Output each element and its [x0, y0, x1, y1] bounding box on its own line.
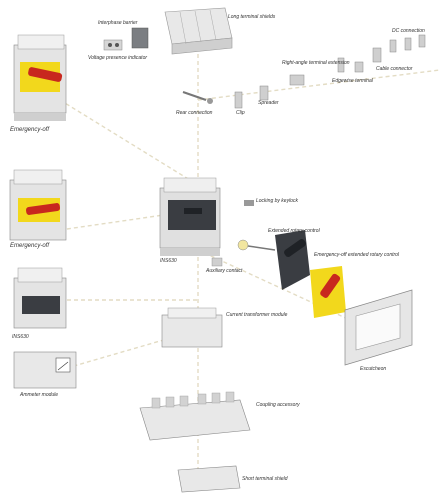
label-auxiliary-contact: Auxiliary contact	[206, 268, 243, 274]
label-dc-connection: DC connection	[392, 28, 425, 34]
label-ins630-left: INS630	[12, 334, 29, 340]
interphase-barrier-icon	[131, 27, 149, 49]
label-ins630-center: INS630	[160, 258, 177, 264]
escutcheon-frame	[344, 289, 413, 366]
label-emergency-off-2: Emergency-off	[10, 243, 50, 249]
extended-rotary-control	[237, 230, 310, 290]
emergency-off-switch-1	[13, 34, 67, 121]
label-long-terminal-shields: Long terminal shields	[228, 14, 276, 20]
label-emergency-off-1: Emergency-off	[10, 127, 50, 133]
label-emergency-off-extended: Emergency-off extended rotary control	[314, 252, 400, 258]
emergency-off-extended-rotary-control	[310, 266, 346, 318]
label-edgewise-terminal: Edgewise terminal	[332, 78, 373, 84]
long-terminal-shields-icon	[164, 7, 233, 55]
short-terminal-shield	[177, 465, 241, 493]
label-short-terminal-shield: Short terminal shield	[242, 476, 288, 482]
emergency-off-switch-2	[9, 169, 67, 241]
connection-parts-icons	[234, 34, 426, 109]
keylock-icon	[244, 200, 254, 206]
label-extended-rotary-control: Extended rotary control	[268, 228, 320, 234]
auxiliary-contact-icon	[211, 257, 223, 267]
ammeter-module	[13, 351, 77, 389]
voltage-presence-indicator-icon	[103, 39, 123, 51]
label-spreader: Spreader	[258, 100, 279, 106]
label-locking-by-keylock: Locking by keylock	[256, 198, 298, 204]
label-cable-connector: Cable connector	[376, 66, 413, 72]
coupling-accessory	[139, 391, 251, 441]
rear-connection-icon	[182, 91, 213, 104]
label-interphase-barrier: Interphase barrier	[98, 20, 138, 26]
current-transformer-module	[161, 307, 223, 348]
label-coupling-accessory: Coupling accessory	[256, 402, 300, 408]
label-right-angle-terminal-extension: Right-angle terminal extension	[282, 60, 350, 66]
label-rear-connection: Rear connection	[176, 110, 213, 116]
label-voltage-presence-indicator: Voltage presence indicator	[88, 55, 148, 61]
label-escutcheon: Escutcheon	[360, 366, 387, 372]
label-clip: Clip	[236, 110, 245, 116]
ins-switch-left	[13, 267, 67, 329]
label-current-transformer-module: Current transformer module	[226, 312, 288, 318]
label-ammeter-module: Ammeter module	[20, 392, 59, 398]
ins630-switch	[159, 177, 221, 256]
